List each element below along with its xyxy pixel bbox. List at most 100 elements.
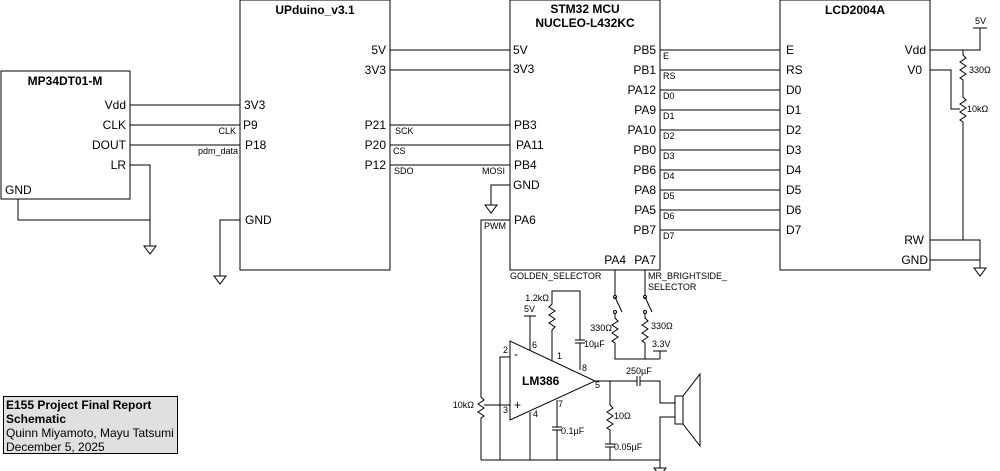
fpga-pin-p9: P9	[243, 118, 258, 132]
lcd-pin-d5: D5	[786, 183, 802, 197]
mic-wires: CLK pdm_data	[17, 104, 240, 255]
lcd-pin-gnd: GND	[901, 253, 928, 267]
mcu-pin-pb5: PB5	[633, 43, 656, 57]
net-label-pwm: PWM	[484, 221, 506, 231]
mic-component: MP34DT01-M Vdd CLK DOUT LR GND	[0, 70, 131, 200]
net-label-sdo: SDO	[394, 166, 414, 176]
amp-pin-1: 1	[557, 351, 562, 361]
net-label-bright-2: SELECTOR	[648, 282, 697, 292]
fpga-pin-5v: 5V	[371, 43, 386, 57]
mcu-pin-pa8: PA8	[634, 183, 656, 197]
title-line-2: Schematic	[6, 412, 67, 426]
gain-resistor-label: 1.2kΩ	[525, 293, 549, 303]
amp-pin-6: 6	[532, 340, 537, 350]
input-pot-label: 10kΩ	[453, 400, 475, 410]
mcu-pin-pa11: PA11	[516, 138, 544, 152]
lcd-5v-label: 5V	[975, 16, 986, 26]
mcu-pin-pa4: PA4	[604, 253, 626, 267]
ground-icon	[973, 259, 987, 277]
lcd-pin-d2: D2	[786, 123, 802, 137]
amp-minus: -	[514, 347, 518, 361]
sel-resistor-1-label: 330Ω	[590, 323, 612, 333]
speaker-icon	[674, 372, 701, 448]
title-block: E155 Project Final Report Schematic Quin…	[3, 396, 178, 454]
lcd-pin-d0: D0	[786, 83, 802, 97]
mcu-pin-3v3: 3V3	[513, 62, 535, 76]
lcd-resistor-label: 330Ω	[969, 65, 991, 75]
fpga-pin-p21: P21	[365, 118, 387, 132]
selector-circuit: GOLDEN_SELECTOR MR_BRIGHTSIDE_ SELECTOR …	[510, 270, 728, 360]
bypass-cap-label: 0.1µF	[561, 426, 585, 436]
mcu-pin-pa7: PA7	[634, 253, 656, 267]
ground-icon	[484, 196, 498, 214]
mcu-pin-pb3: PB3	[514, 118, 537, 132]
net-label-bus: RS	[663, 71, 676, 81]
net-label-bus: D3	[663, 151, 675, 161]
mcu-pin-pb4: PB4	[514, 158, 537, 172]
mcu-pin-pb0: PB0	[633, 143, 656, 157]
mcu-pin-pa5: PA5	[634, 203, 656, 217]
sel-resistor-2-label: 330Ω	[651, 321, 673, 331]
lcd-pin-vdd: Vdd	[905, 43, 926, 57]
lcd-pin-d7: D7	[786, 223, 802, 237]
amp-pin-8: 8	[582, 363, 587, 373]
ground-icon	[143, 237, 157, 255]
mic-pin-dout: DOUT	[92, 138, 127, 152]
fpga-pin-p20: P20	[365, 138, 387, 152]
mcu-pin-pa9: PA9	[634, 103, 656, 117]
fpga-mcu-wires: SCK CS SDO MOSI PWM	[390, 49, 510, 395]
net-label-bus: D1	[663, 111, 675, 121]
mcu-pin-pa12: PA12	[628, 83, 657, 97]
amp-title: LM386	[522, 374, 560, 388]
net-label-golden: GOLDEN_SELECTOR	[510, 271, 602, 281]
mcu-component: STM32 MCU NUCLEO-L432KC 5V 3V3 PB3 PA11 …	[509, 0, 661, 271]
net-label-bus: D7	[663, 231, 675, 241]
mic-pin-clk: CLK	[103, 118, 126, 132]
title-line-1: E155 Project Final Report	[6, 398, 152, 412]
net-label-bright-1: MR_BRIGHTSIDE_	[648, 271, 728, 281]
net-label-sck: SCK	[395, 126, 414, 136]
ground-icon	[653, 459, 667, 471]
mic-pin-gnd: GND	[5, 183, 32, 197]
fpga-component: UPduino_v3.1 3V3 P9 P18 GND 5V 3V3 P21 P…	[213, 0, 391, 285]
mic-title: MP34DT01-M	[28, 74, 103, 88]
fpga-pin-3v3-left: 3V3	[244, 98, 266, 112]
lcd-pin-rw: RW	[904, 233, 924, 247]
title-authors: Quinn Miyamoto, Mayu Tatsumi	[6, 426, 174, 440]
lcd-pin-e: E	[786, 43, 794, 57]
mcu-pin-pb1: PB1	[633, 63, 656, 77]
gain-cap-label: 10µF	[584, 339, 605, 349]
amp-pin-5: 5	[595, 380, 600, 390]
fpga-pin-gnd: GND	[245, 213, 272, 227]
lcd-pin-d1: D1	[786, 103, 802, 117]
net-label-clk: CLK	[218, 126, 236, 136]
net-label-bus: D0	[663, 91, 675, 101]
lcd-pot-label: 10kΩ	[967, 104, 989, 114]
lcd-pin-d3: D3	[786, 143, 802, 157]
lcd-pin-d6: D6	[786, 203, 802, 217]
lcd-pin-v0: V0	[907, 63, 922, 77]
mic-pin-lr: LR	[111, 158, 127, 172]
lcd-title: LCD2004A	[825, 3, 885, 17]
fpga-pin-3v3-right: 3V3	[365, 63, 387, 77]
net-label-bus: D6	[663, 211, 675, 221]
amp-pin-3: 3	[503, 405, 508, 415]
amplifier-circuit: LM386 - + 2 3 6 1 8 5 7 4 5V 1.2kΩ 10µF …	[453, 290, 701, 471]
mcu-pin-pb6: PB6	[633, 163, 656, 177]
amp-pin-4: 4	[533, 409, 538, 419]
fpga-title: UPduino_v3.1	[275, 3, 355, 17]
mcu-pin-gnd: GND	[513, 178, 540, 192]
fpga-pin-p12: P12	[365, 158, 387, 172]
net-label-mosi: MOSI	[482, 166, 505, 176]
mcu-title-1: STM32 MCU	[550, 2, 619, 16]
zobel-cap-label: 0.05µF	[614, 442, 643, 452]
net-label-pdm: pdm_data	[198, 146, 238, 156]
mcu-pin-pb7: PB7	[633, 223, 656, 237]
amp-5v-label: 5V	[524, 304, 535, 314]
output-cap-label: 250µF	[626, 366, 652, 376]
title-date: December 5, 2025	[6, 440, 105, 454]
zobel-resistor-label: 10Ω	[614, 411, 631, 421]
